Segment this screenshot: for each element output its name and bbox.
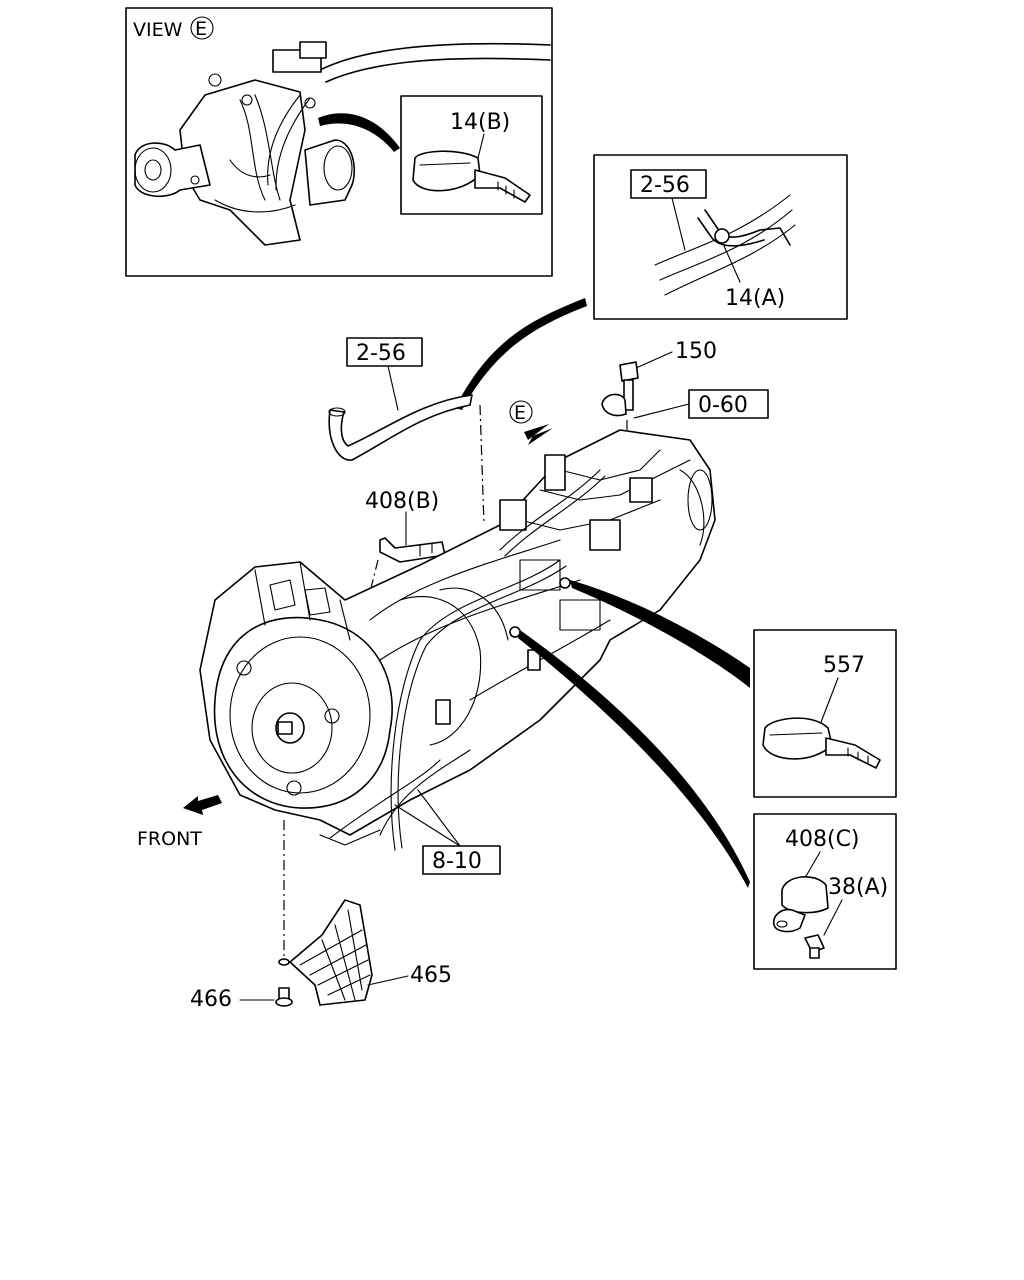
transfer-case-sketch: [134, 41, 551, 246]
bracket-408b-label: 408(B): [365, 489, 439, 514]
vent-hose: [328, 394, 473, 461]
clip-14a-label: 14(A): [725, 286, 785, 311]
view-letter-circle: [190, 16, 214, 40]
cover-465-shape: [289, 899, 373, 1006]
band-pointer: [570, 580, 750, 688]
harness-ref-text: 8-10: [432, 849, 482, 874]
main-hose-ref-text: 2-56: [356, 341, 406, 366]
view-pointer-arrow: [318, 113, 400, 152]
front-arrow: [183, 795, 222, 815]
view-marker-circle: [509, 400, 533, 424]
harness-ref-box: [422, 845, 501, 875]
transmission-body: [199, 429, 716, 851]
cover-465-label: 465: [410, 963, 452, 988]
main-assembly: 2-56 150 0-60 E 408(B): [137, 337, 769, 1012]
bolt-150-label: 150: [675, 339, 717, 364]
view-title-prefix: VIEW: [133, 19, 183, 41]
band-557-label: 557: [823, 653, 865, 678]
view-e-panel: VIEW E: [125, 7, 553, 277]
band-inset-14b: 14(B): [400, 95, 543, 215]
clamp-408c-label: 408(C): [785, 827, 860, 852]
bolt-466-label: 466: [190, 987, 232, 1012]
clamp-408c-panel: 408(C) 38(A): [753, 813, 897, 970]
clamp-pointer: [518, 630, 750, 888]
view-title-letter: E: [195, 18, 207, 40]
ref-0-60-text: 0-60: [698, 393, 748, 418]
inset-14b-label: 14(B): [450, 110, 510, 135]
hose-ref-text: 2-56: [640, 173, 690, 198]
hose-pointer: [455, 298, 587, 410]
band-557-panel: 557: [753, 629, 897, 798]
hose-clip-panel: 2-56 14(A): [593, 154, 848, 320]
main-hose-ref-box: [346, 337, 423, 367]
view-marker-letter: E: [514, 402, 526, 424]
bolt-38a-label: 38(A): [828, 875, 888, 900]
hose-ref-box: [630, 169, 707, 199]
front-label: FRONT: [137, 828, 202, 850]
